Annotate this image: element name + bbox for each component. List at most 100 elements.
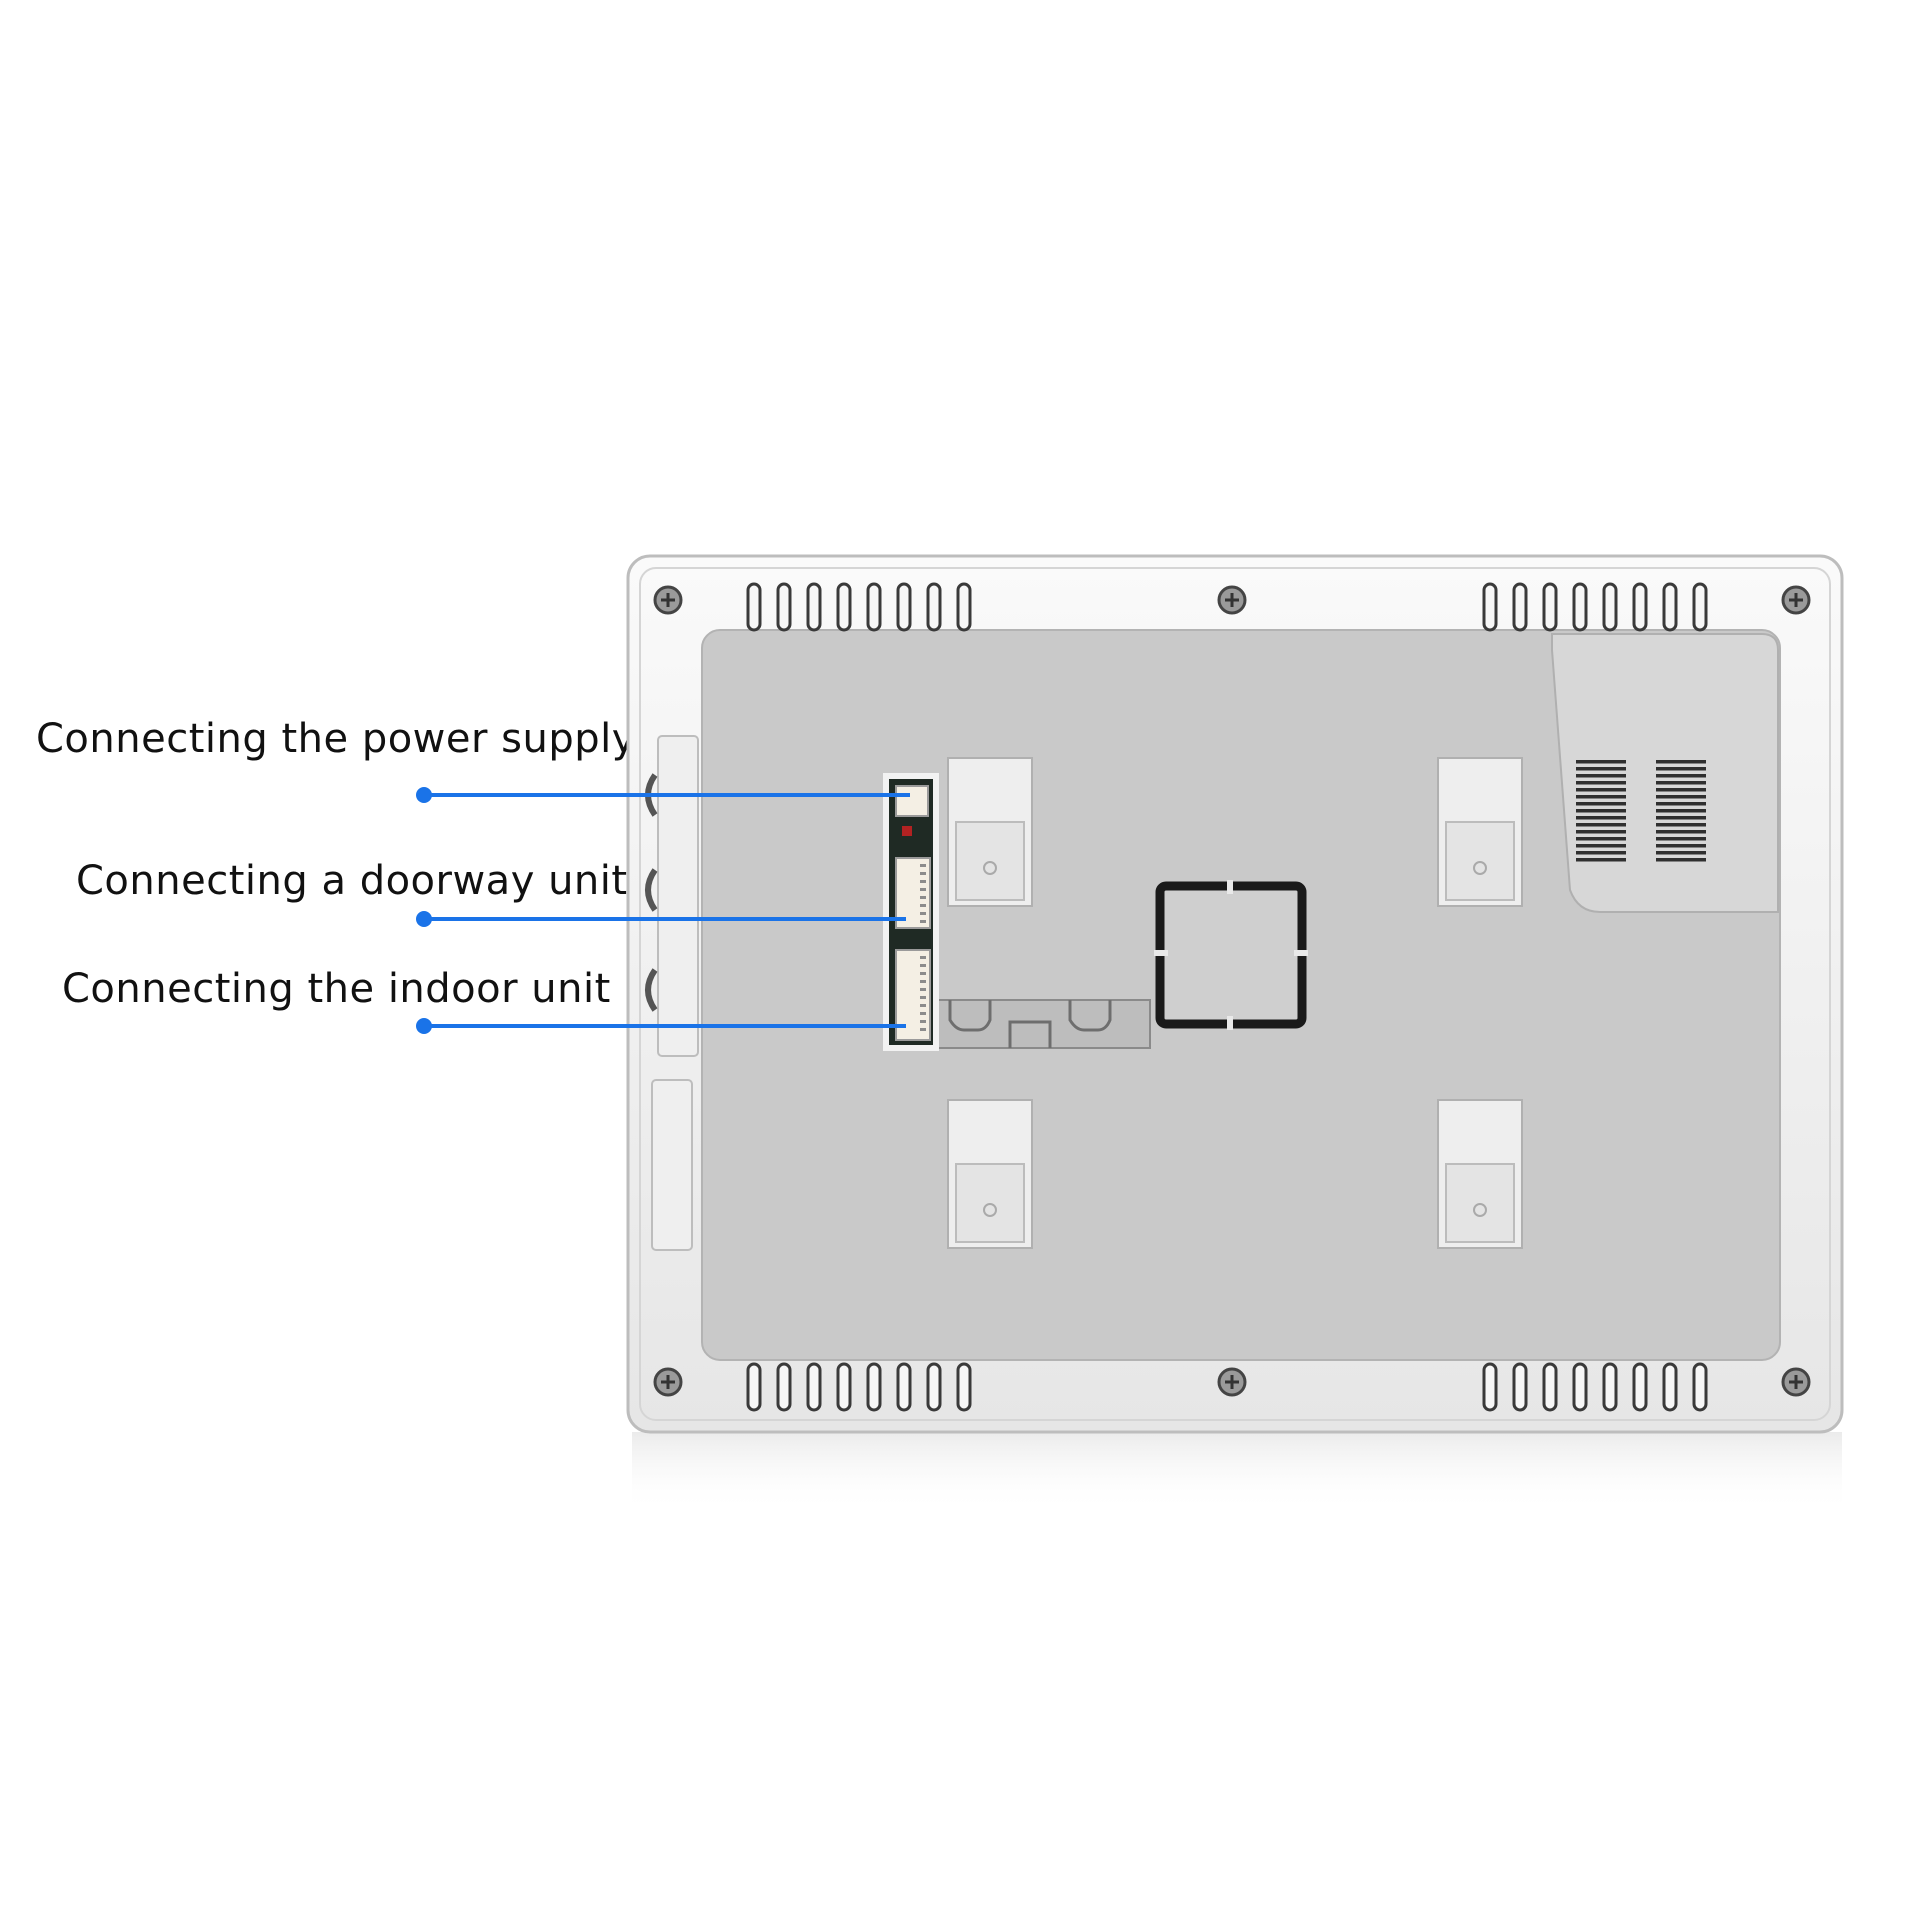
mounting-clip-hole [1473,861,1487,875]
speaker-slot [1576,795,1626,799]
screw-slot [1789,593,1803,607]
speaker-slot [1576,837,1626,841]
speaker-slot [1656,802,1706,806]
vent-slot [836,582,852,632]
mounting-clip-tab [955,821,1025,901]
speaker-slot [1576,823,1626,827]
speaker-slot [1576,844,1626,848]
vent-slot [1482,582,1498,632]
mounting-clips [947,757,1523,1249]
vent-slot [926,582,942,632]
speaker-slot [1656,844,1706,848]
vent-slot [956,1362,972,1412]
vent-slots [746,582,1708,1412]
vent-slot [896,1362,912,1412]
vent-slot [956,582,972,632]
speaker-slot [1656,788,1706,792]
center-notch-right [1294,950,1308,956]
center-bracket [1155,881,1307,1029]
vent-slot [1662,1362,1678,1412]
vent-slot [1482,1362,1498,1412]
speaker-slot [1576,760,1626,764]
callout-label-power-supply: Connecting the power supply [36,716,636,762]
connector-pin [920,880,926,883]
callout-label-indoor-unit: Connecting the indoor unit [62,966,611,1012]
vent-slot [806,582,822,632]
connector-pin [920,888,926,891]
vent-slot [1632,1362,1648,1412]
side-knob-3 [645,968,658,1012]
vent-slot [1512,582,1528,632]
connector-pin [920,896,926,899]
speaker-slot [1656,809,1706,813]
speaker-slot [1576,858,1626,862]
doorway-unit-connector[interactable] [895,857,931,929]
center-notch-left [1154,950,1168,956]
vent-slot [1692,1362,1708,1412]
speaker-slot [1656,830,1706,834]
vent-slot [746,582,762,632]
callout-dot-indoor-unit [416,1018,432,1034]
vent-slot [896,582,912,632]
speaker-slot [1656,823,1706,827]
power-connector[interactable] [895,785,929,817]
center-notch-top [1227,880,1233,894]
connector-pin [920,980,926,983]
vent-slot [806,1362,822,1412]
callout-dot-doorway-unit [416,911,432,927]
speaker-slot [1656,851,1706,855]
speaker-grille [1576,760,1706,862]
callout-label-doorway-unit: Connecting a doorway unit [76,858,628,904]
speaker-slot [1656,781,1706,785]
center-notch-bottom [1227,1016,1233,1030]
vent-slot [1572,582,1588,632]
screw-slot [1225,593,1239,607]
screws [653,585,1811,1397]
connector-pin [920,904,926,907]
screw-slot [661,1375,675,1389]
screw-slot [1789,1375,1803,1389]
side-rail-lower [651,1079,693,1251]
speaker-slot [1656,760,1706,764]
mounting-clip-hole [983,861,997,875]
mounting-clip-tab [955,1163,1025,1243]
vent-slot [1692,582,1708,632]
speaker-area [1551,633,1779,913]
vent-slot [926,1362,942,1412]
speaker-slot [1576,802,1626,806]
connector-pin [920,988,926,991]
screw-slot [1225,1375,1239,1389]
side-rail-upper [657,735,699,1057]
connector-pin [920,1020,926,1023]
vent-slot [776,1362,792,1412]
speaker-slot [1656,816,1706,820]
vent-slot [1572,1362,1588,1412]
vent-slot [1602,582,1618,632]
mounting-clip-hole [1473,1203,1487,1217]
vent-slot [1632,582,1648,632]
speaker-slot [1576,851,1626,855]
vent-slot [836,1362,852,1412]
speaker-slot [1576,781,1626,785]
connector-pin [920,912,926,915]
connector-pin [920,996,926,999]
power-led [902,826,912,836]
connector-pin [920,1012,926,1015]
callout-doorway-unit [416,911,906,927]
connector-pin [920,920,926,923]
connector-pin [920,864,926,867]
connector-pin [920,1028,926,1031]
speaker-slot [1656,858,1706,862]
connector-pin [920,872,926,875]
speaker-slot [1576,809,1626,813]
speaker-slot [1576,774,1626,778]
vent-slot [1512,1362,1528,1412]
connector-pin [920,972,926,975]
vent-slot [1542,582,1558,632]
callout-power-supply [416,787,910,803]
cable-channel [935,999,1151,1049]
speaker-slot [1656,837,1706,841]
housing-inner-edge [639,567,1831,1421]
vent-slot [746,1362,762,1412]
